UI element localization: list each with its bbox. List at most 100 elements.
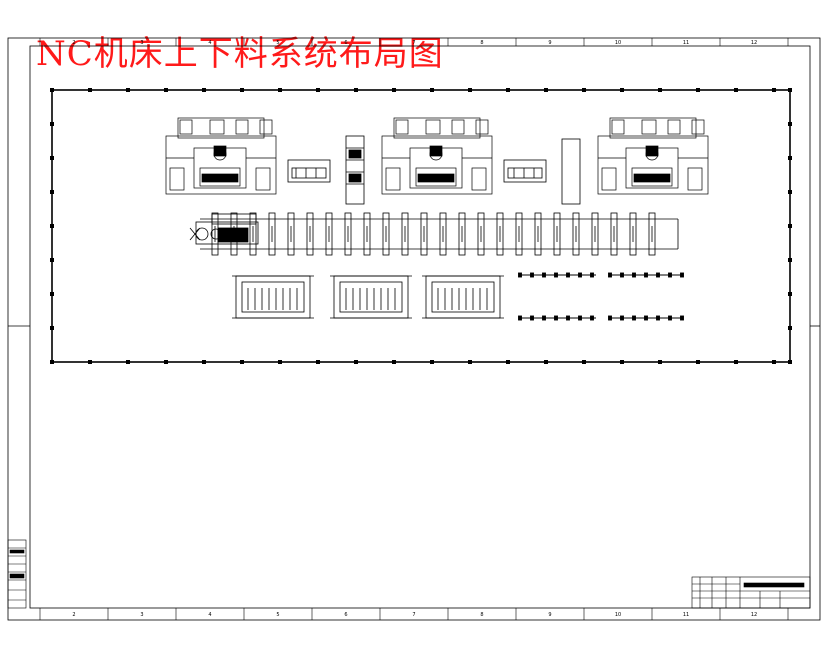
post — [734, 360, 738, 364]
conveyor-segment — [534, 212, 542, 256]
post — [788, 258, 792, 262]
zone-label-bottom: 6 — [344, 612, 347, 618]
post — [788, 88, 792, 92]
zone-label-top: 10 — [615, 40, 621, 46]
tool-cabinet — [345, 135, 365, 205]
zone-label-top: 7 — [412, 40, 415, 46]
post — [544, 360, 548, 364]
conveyor-segment — [382, 212, 390, 256]
post — [392, 360, 396, 364]
post — [430, 88, 434, 92]
post — [50, 88, 54, 92]
zone-label-top: 2 — [72, 40, 75, 46]
post — [316, 360, 320, 364]
post — [202, 88, 206, 92]
zone-label-top: 9 — [548, 40, 551, 46]
post — [620, 88, 624, 92]
post — [788, 122, 792, 126]
zone-ticks — [39, 38, 789, 620]
zone-label-bottom: 8 — [480, 612, 483, 618]
rail-track — [518, 272, 596, 278]
post — [354, 360, 358, 364]
drawing-title: NC机床上下料系统布局图 — [36, 34, 444, 74]
post — [50, 360, 54, 364]
conveyor-segment — [420, 212, 428, 256]
post — [788, 360, 792, 364]
conveyor-segment — [629, 212, 637, 256]
conveyor-segment — [610, 212, 618, 256]
post — [88, 360, 92, 364]
post — [658, 88, 662, 92]
post — [620, 360, 624, 364]
post — [392, 88, 396, 92]
post — [164, 88, 168, 92]
transfer-station-2 — [503, 159, 547, 183]
post — [788, 190, 792, 194]
post — [240, 360, 244, 364]
sheet-outer-frame — [7, 37, 821, 621]
post — [468, 360, 472, 364]
conveyor-segment — [648, 212, 656, 256]
post — [50, 122, 54, 126]
zone-label-bottom: 4 — [208, 612, 211, 618]
post — [696, 88, 700, 92]
conveyor-segment — [572, 212, 580, 256]
conveyor-segment — [553, 212, 561, 256]
post — [240, 88, 244, 92]
rail-tracks — [518, 272, 684, 321]
rail-track — [608, 315, 684, 321]
conveyor-segments — [211, 212, 656, 256]
material-rack-2 — [330, 275, 412, 319]
post — [50, 326, 54, 330]
zone-label-bottom: 10 — [615, 612, 621, 618]
rail-track — [518, 315, 596, 321]
machine-tool-3 — [597, 117, 709, 195]
zone-label-top: 8 — [480, 40, 483, 46]
post — [582, 88, 586, 92]
post — [772, 360, 776, 364]
zone-label-bottom: 12 — [751, 612, 757, 618]
title-block — [691, 576, 811, 609]
post — [202, 360, 206, 364]
post — [50, 258, 54, 262]
conveyor-segment — [458, 212, 466, 256]
conveyor-segment — [439, 212, 447, 256]
post — [788, 156, 792, 160]
material-rack-1 — [232, 275, 314, 319]
post — [126, 88, 130, 92]
post — [658, 360, 662, 364]
zone-label-bottom: 3 — [140, 612, 143, 618]
zone-label-bottom: 2 — [72, 612, 75, 618]
zone-label-bottom: 11 — [683, 612, 689, 618]
zone-label-top: 3 — [140, 40, 143, 46]
post — [788, 292, 792, 296]
storage-panel — [561, 138, 581, 205]
conveyor-segment — [401, 212, 409, 256]
post — [316, 88, 320, 92]
machine-tool-1 — [165, 117, 277, 195]
post — [50, 292, 54, 296]
conveyor-segment — [249, 212, 257, 256]
conveyor-segment — [211, 212, 219, 256]
sheet-inner-frame — [29, 45, 811, 609]
rail-track — [608, 272, 684, 278]
conveyor-segment — [344, 212, 352, 256]
post — [506, 360, 510, 364]
revision-table — [7, 539, 27, 609]
post — [278, 360, 282, 364]
conveyor-segment — [591, 212, 599, 256]
zone-label-top: 4 — [208, 40, 211, 46]
machine-tool-2 — [381, 117, 493, 195]
post — [50, 224, 54, 228]
conveyor-segment — [477, 212, 485, 256]
conveyor-segment — [306, 212, 314, 256]
post — [772, 88, 776, 92]
zone-label-top: 6 — [344, 40, 347, 46]
zone-label-top: 12 — [751, 40, 757, 46]
post — [50, 190, 54, 194]
conveyor-segment — [268, 212, 276, 256]
post — [582, 360, 586, 364]
